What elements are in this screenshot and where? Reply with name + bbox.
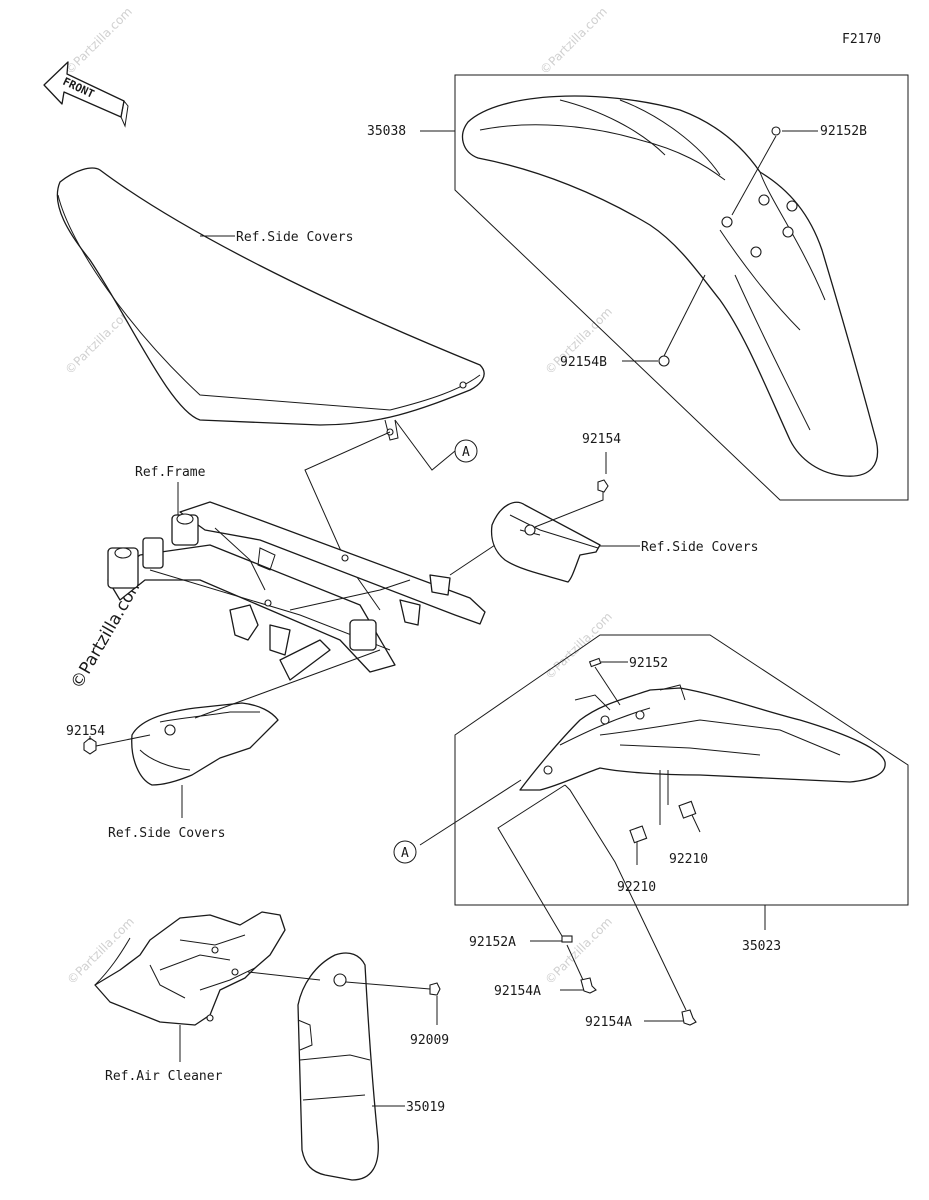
label-92154A-a: 92154A xyxy=(494,984,541,999)
seat xyxy=(56,167,485,441)
callout-a-upper xyxy=(454,439,478,463)
mud-flap xyxy=(297,952,379,1181)
label-92152-rear: 92152 xyxy=(629,656,668,671)
air-cleaner-housing xyxy=(94,911,286,1026)
label-92210-a: 92210 xyxy=(669,852,708,867)
watermark: ©Partzilla.com xyxy=(542,609,615,682)
label-92154A-b: 92154A xyxy=(585,1015,632,1030)
watermark: ©Partzilla.com xyxy=(62,4,135,77)
label-92009: 92009 xyxy=(410,1033,449,1048)
label-ref-air-cleaner: Ref.Air Cleaner xyxy=(105,1069,223,1084)
watermark: ©Partzilla.com xyxy=(537,4,610,77)
label-92152B: 92152B xyxy=(820,124,867,139)
label-92154-upper: 92154 xyxy=(582,432,621,447)
label-left-ref-side-covers: Ref.Side Covers xyxy=(108,826,225,841)
label-right-ref-side-covers: Ref.Side Covers xyxy=(641,540,758,555)
label-35023: 35023 xyxy=(742,939,781,954)
side-cover-right xyxy=(490,501,601,583)
label-seat-ref-side-covers: Ref.Side Covers xyxy=(236,230,353,245)
callout-a-lower-letter: A xyxy=(401,846,409,861)
front-fender xyxy=(461,95,879,477)
figure-code: F2170 xyxy=(842,32,881,47)
label-92210-b: 92210 xyxy=(617,880,656,895)
frame-subframe xyxy=(107,501,486,681)
label-35038: 35038 xyxy=(367,124,406,139)
label-35019: 35019 xyxy=(406,1100,445,1115)
watermark-large: ©Partzilla.com xyxy=(67,574,147,693)
label-ref-frame: Ref.Frame xyxy=(135,465,206,480)
callout-a-upper-letter: A xyxy=(462,445,470,460)
label-92154-left: 92154 xyxy=(66,724,105,739)
watermark: ©Partzilla.com xyxy=(542,914,615,987)
front-direction-arrow: FRONT xyxy=(43,61,129,128)
label-92152A: 92152A xyxy=(469,935,516,950)
rear-fender xyxy=(519,684,886,791)
front-fender-group-box xyxy=(454,74,909,501)
side-cover-left xyxy=(131,702,279,786)
label-92154B: 92154B xyxy=(560,355,607,370)
callout-a-lower xyxy=(393,840,417,864)
rear-fender-group-box xyxy=(454,634,909,906)
